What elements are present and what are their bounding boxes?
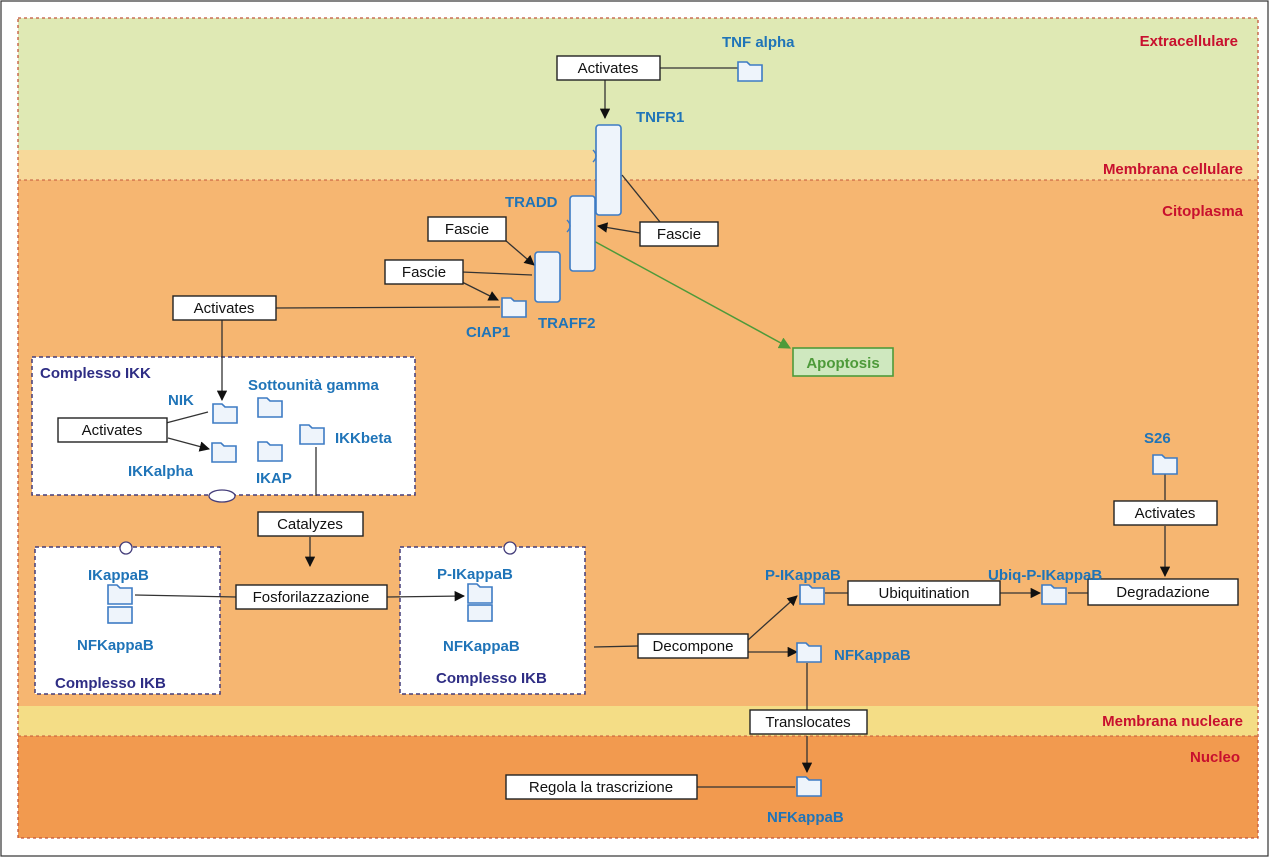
s26-node[interactable] [1152,454,1178,475]
action-regola[interactable]: Regola la trascrizione [505,774,698,800]
action-activates-s26-label: Activates [1135,505,1196,522]
action-catalyzes-label: Catalyzes [277,516,343,533]
zone-label-nuclear-membrane: Membrana nucleare [1102,713,1243,730]
ciap1-node[interactable] [501,297,527,318]
zone-label-extracellular: Extracellulare [1140,33,1238,50]
nik-node[interactable] [212,403,238,424]
nfkappab-node-nucleus[interactable] [796,776,822,797]
action-translocates[interactable]: Translocates [749,709,868,735]
action-activates-s26[interactable]: Activates [1113,500,1218,526]
zone-label-cytoplasm: Citoplasma [1162,203,1244,220]
action-fascie-right-label: Fascie [657,226,701,243]
label-ubiq-p-ikappab: Ubiq-P-IKappaB [988,567,1102,584]
protein-nodes [107,61,1178,797]
label-p-ikappab-2: P-IKappaB [765,567,841,584]
label-ikappab-1: IKappaB [88,567,149,584]
label-p-ikappab-1: P-IKappaB [437,566,513,583]
action-ubiquitination-label: Ubiquitination [879,585,970,602]
zone-extracellular [18,18,1258,150]
ikkbeta-node[interactable] [299,424,325,445]
p-ikappab-node-2[interactable] [799,584,825,605]
complex-ikk-label: Complesso IKK [40,365,151,382]
action-activates-tnf[interactable]: Activates [556,55,661,81]
action-fosforilazzazione-label: Fosforilazzazione [253,589,370,606]
action-activates-ikk-label: Activates [82,422,143,439]
label-nfkappab-nucleus: NFKappaB [767,809,844,826]
zone-border [17,17,1259,839]
complex-ikb-1-port [119,541,133,555]
action-regola-label: Regola la trascrizione [529,779,673,796]
p-ikappab-node-1[interactable] [467,583,493,622]
action-fascie-left-2-label: Fascie [402,264,446,281]
label-ikkbeta: IKKbeta [335,430,392,447]
label-ikap: IKAP [256,470,292,487]
label-nfkappab-1: NFKappaB [77,637,154,654]
ikappab-node-1[interactable] [107,584,133,624]
label-gamma-subunit: Sottounità gamma [248,377,379,394]
action-decompone[interactable]: Decompone [637,633,749,659]
label-tnfr1: TNFR1 [636,109,684,126]
complex-ikb-label-2: Complesso IKB [436,670,547,687]
label-s26: S26 [1144,430,1171,447]
label-tnf-alpha: TNF alpha [722,34,795,51]
label-nfkappab-3: NFKappaB [834,647,911,664]
action-activates-ciap-label: Activates [194,300,255,317]
action-fosforilazzazione[interactable]: Fosforilazzazione [235,584,388,610]
traff2-node[interactable] [534,251,561,303]
gamma-subunit-node[interactable] [257,397,283,418]
tnf-alpha-node[interactable] [737,61,763,82]
complex-ikk-port [208,489,236,503]
connector-lines [134,67,1171,788]
nfkappab-node-3[interactable] [796,642,822,663]
action-degradazione[interactable]: Degradazione [1087,578,1239,606]
action-catalyzes[interactable]: Catalyzes [257,511,364,537]
action-translocates-label: Translocates [765,714,850,731]
action-fascie-left-1-label: Fascie [445,221,489,238]
tradd-node[interactable] [566,195,596,272]
apoptosis-label: Apoptosis [806,355,879,372]
label-nik: NIK [168,392,194,409]
action-activates-ikk[interactable]: Activates [57,417,168,443]
zone-label-nucleus: Nucleo [1190,749,1240,766]
label-ciap1: CIAP1 [466,324,510,341]
action-degradazione-label: Degradazione [1116,584,1209,601]
label-tradd: TRADD [505,194,558,211]
zone-label-cell-membrane: Membrana cellulare [1103,161,1243,178]
complex-ikb-label-1: Complesso IKB [55,675,166,692]
ikap-node[interactable] [257,441,283,462]
action-fascie-left-1[interactable]: Fascie [427,216,507,242]
action-activates-tnf-label: Activates [578,60,639,77]
label-nfkappab-2: NFKappaB [443,638,520,655]
ikkalpha-node[interactable] [211,442,237,463]
apoptosis-box[interactable] [792,347,894,377]
complex-ikb-2-port [503,541,517,555]
action-ubiquitination[interactable]: Ubiquitination [847,580,1001,606]
action-decompone-label: Decompone [653,638,734,655]
action-fascie-left-2[interactable]: Fascie [384,259,464,285]
ubiq-p-ikappab-node[interactable] [1041,584,1067,605]
label-traff2: TRAFF2 [538,315,596,332]
tnfr1-node[interactable] [592,124,622,216]
zone-nuclear-membrane [18,706,1258,736]
zone-cell-membrane [18,150,1258,180]
action-activates-ciap[interactable]: Activates [172,295,277,321]
action-fascie-right[interactable]: Fascie [639,221,719,247]
label-ikkalpha: IKKalpha [128,463,194,480]
